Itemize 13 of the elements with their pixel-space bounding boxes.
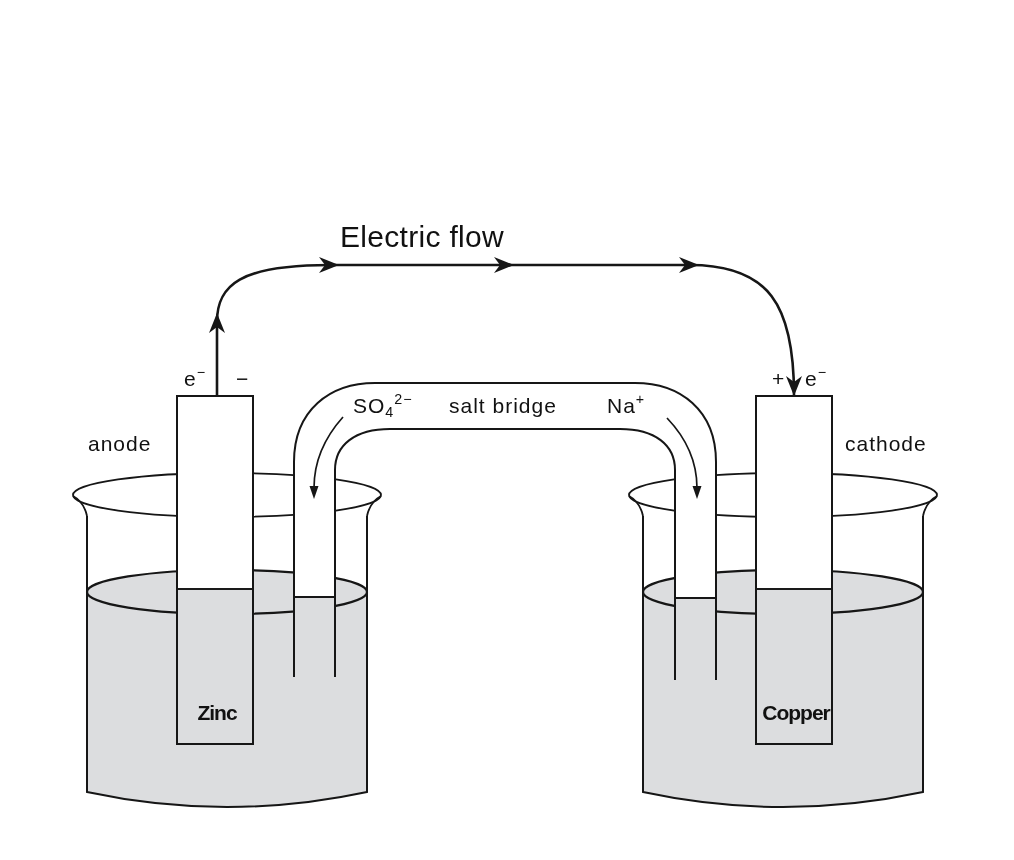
metal-label: Zinc [197, 701, 237, 725]
electron-label: e$^{−}$ [184, 367, 207, 391]
metal-label: Copper [762, 701, 830, 725]
electrode-caption: anode [88, 432, 152, 456]
polarity-sign: − [236, 367, 250, 391]
electron-label: e$^{−}$ [805, 367, 828, 391]
edge-label: Electric flow [340, 220, 504, 254]
electrode-caption: cathode [845, 432, 927, 456]
arrow [209, 257, 802, 396]
salt-bridge-tube [292, 381, 718, 681]
ion-label: Na$^{+}$ [607, 394, 646, 418]
polarity-sign: + [772, 367, 786, 391]
tube-label: salt bridge [449, 394, 557, 418]
